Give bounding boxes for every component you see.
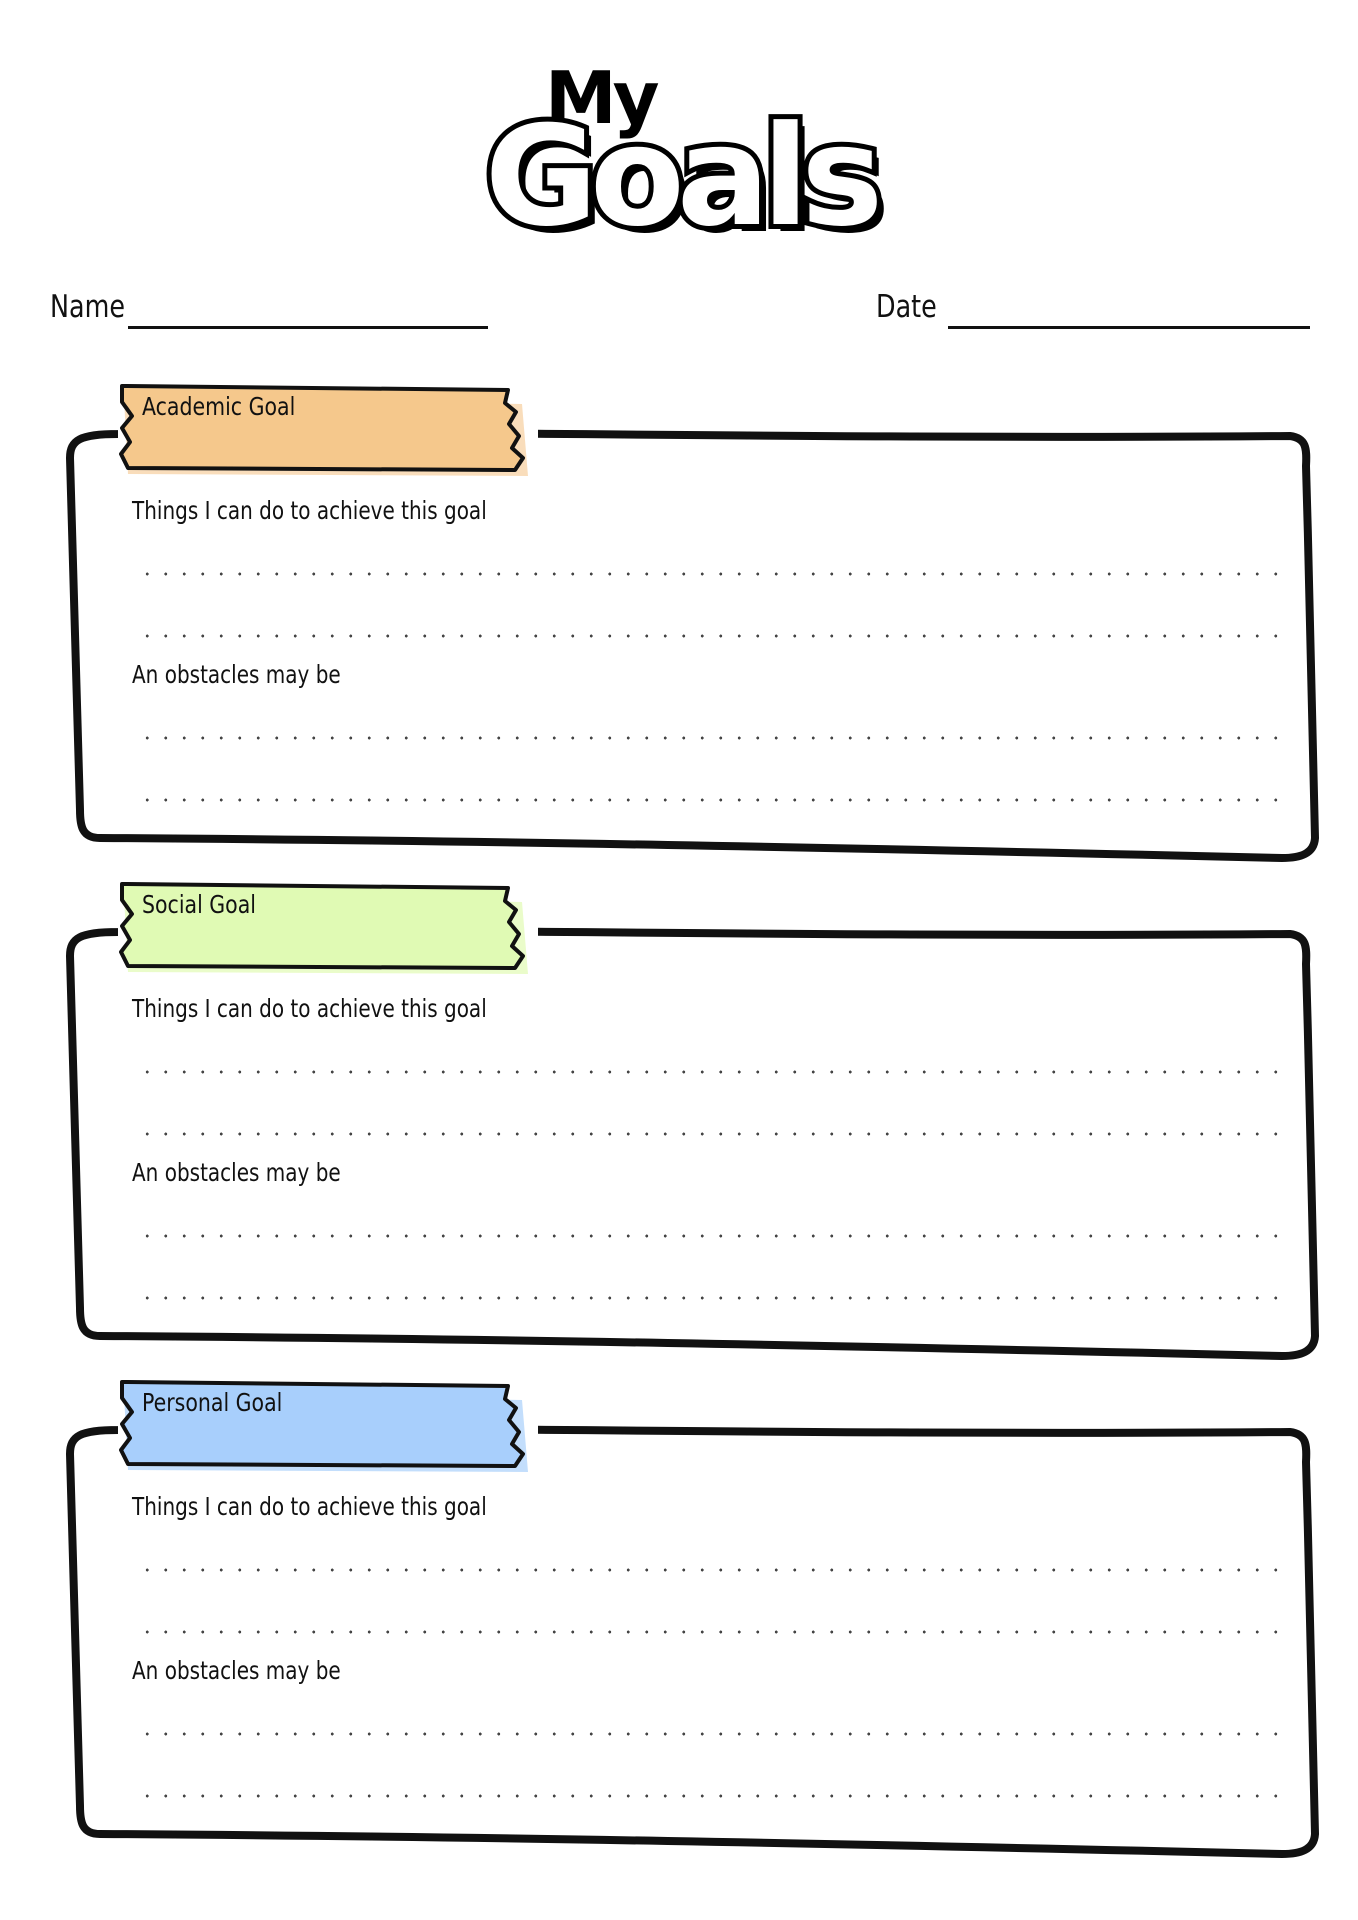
- write-line[interactable]: [138, 736, 1288, 740]
- date-label: Date: [876, 289, 937, 325]
- goal-section: Personal Goal Things I can do to achieve…: [60, 1374, 1330, 1858]
- goal-section: Social Goal Things I can do to achieve t…: [60, 876, 1330, 1360]
- obstacles-prompt: An obstacles may be: [132, 1158, 341, 1187]
- title-my: My: [545, 56, 660, 140]
- section-frame: [66, 1380, 1319, 1858]
- name-input-line[interactable]: [128, 326, 488, 329]
- actions-prompt: Things I can do to achieve this goal: [132, 994, 487, 1023]
- section-title: Academic Goal: [142, 392, 296, 421]
- write-line[interactable]: [138, 1132, 1288, 1136]
- name-label: Name: [50, 289, 126, 325]
- write-line[interactable]: [138, 1568, 1288, 1572]
- write-line[interactable]: [138, 634, 1288, 638]
- write-line[interactable]: [138, 1732, 1288, 1736]
- write-line[interactable]: [138, 572, 1288, 576]
- date-input-line[interactable]: [948, 326, 1310, 329]
- section-frame: [66, 384, 1319, 862]
- section-title: Social Goal: [142, 890, 256, 919]
- write-line[interactable]: [138, 798, 1288, 802]
- obstacles-prompt: An obstacles may be: [132, 660, 341, 689]
- title-goals: Goals: [480, 96, 889, 257]
- write-line[interactable]: [138, 1296, 1288, 1300]
- write-line[interactable]: [138, 1630, 1288, 1634]
- actions-prompt: Things I can do to achieve this goal: [132, 1492, 487, 1521]
- actions-prompt: Things I can do to achieve this goal: [132, 496, 487, 525]
- obstacles-prompt: An obstacles may be: [132, 1656, 341, 1685]
- write-line[interactable]: [138, 1794, 1288, 1798]
- write-line[interactable]: [138, 1070, 1288, 1074]
- write-line[interactable]: [138, 1234, 1288, 1238]
- goal-section: Academic Goal Things I can do to achieve…: [60, 378, 1330, 862]
- section-title: Personal Goal: [142, 1388, 283, 1417]
- section-frame: [66, 882, 1319, 1360]
